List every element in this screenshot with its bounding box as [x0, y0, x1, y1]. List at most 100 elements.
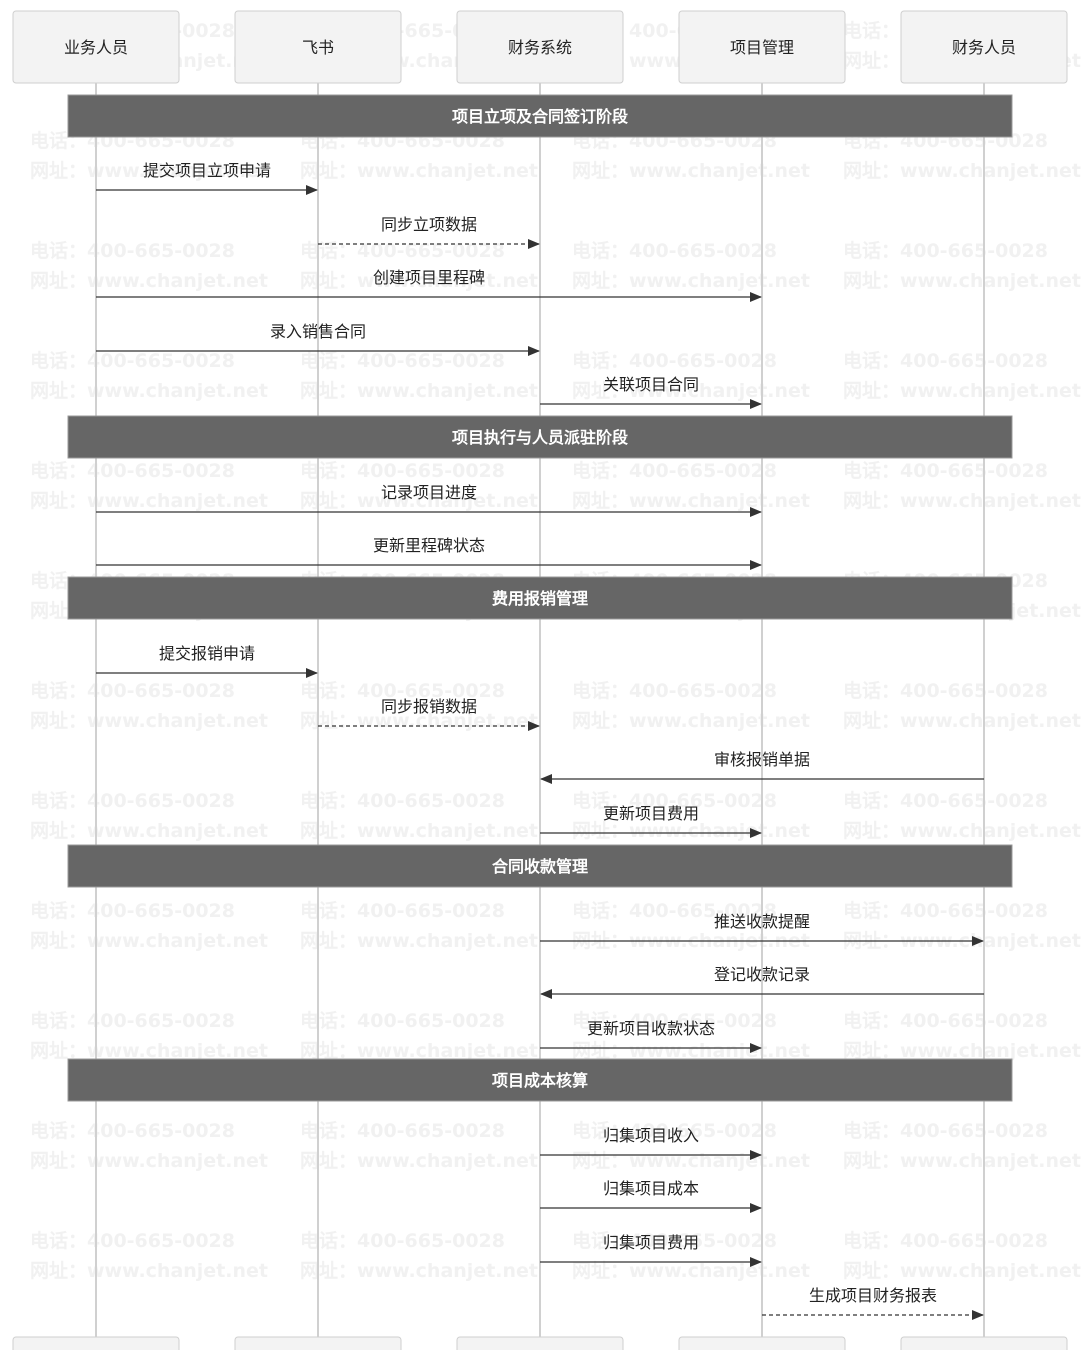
watermark-url-text: 网址：www.chanjet.net	[572, 1260, 810, 1282]
watermark-phone-text: 电话：400-665-0028	[572, 459, 777, 482]
watermark-phone-text: 电话：400-665-0028	[572, 899, 777, 922]
participant-box	[234, 1336, 402, 1350]
section-bar-label: 费用报销管理	[492, 589, 588, 608]
watermark-phone-text: 电话：400-665-0028	[30, 899, 235, 922]
watermark-phone-text: 电话：400-665-0028	[843, 679, 1048, 702]
watermark-phone-text: 电话：400-665-0028	[572, 679, 777, 702]
watermark-phone-text: 电话：400-665-0028	[30, 1119, 235, 1142]
message: 同步报销数据	[318, 697, 540, 731]
watermark-phone-text: 电话：400-665-0028	[843, 1009, 1048, 1032]
watermark-phone-text: 电话：400-665-0028	[30, 789, 235, 812]
participant-box	[12, 1336, 180, 1350]
watermark-phone-text: 电话：400-665-0028	[572, 1119, 777, 1142]
watermark-phone-text: 电话：400-665-0028	[843, 239, 1048, 262]
watermark-url-text: 网址：www.chanjet.net	[300, 930, 538, 952]
watermark-phone-text: 电话：400-665-0028	[572, 1009, 777, 1032]
watermark-url-text: 网址：www.chanjet.net	[572, 710, 810, 732]
watermark-phone-text: 电话：400-665-0028	[30, 349, 235, 372]
message-label: 推送收款提醒	[714, 912, 810, 931]
participant-box	[234, 10, 402, 84]
message-label: 录入销售合同	[270, 322, 366, 341]
watermark-url-text: 网址：www.chanjet.net	[572, 820, 810, 842]
message: 归集项目收入	[540, 1126, 762, 1160]
message-label: 关联项目合同	[603, 375, 699, 394]
message: 审核报销单据	[540, 750, 984, 784]
watermark-url-text: 网址：www.chanjet.net	[300, 160, 538, 182]
participant-box	[678, 1336, 846, 1350]
message: 录入销售合同	[96, 322, 540, 356]
section-bar-background	[67, 576, 1013, 620]
watermark-phone-text: 电话：400-665-0028	[300, 1119, 505, 1142]
section-bar: 合同收款管理	[67, 844, 1013, 888]
message-label: 同步立项数据	[381, 215, 477, 234]
watermark-url-text: 网址：www.chanjet.net	[572, 380, 810, 402]
participant-label: 财务人员	[952, 38, 1016, 57]
section-bar: 项目立项及合同签订阶段	[67, 94, 1013, 138]
watermark-url-text: 网址：www.chanjet.net	[300, 1040, 538, 1062]
message-label: 审核报销单据	[714, 750, 810, 769]
watermark-url-text: 网址：www.chanjet.net	[30, 380, 268, 402]
watermark-phone-text: 电话：400-665-0028	[843, 1119, 1048, 1142]
message-label: 同步报销数据	[381, 697, 477, 716]
watermark-phone-text: 电话：400-665-0028	[30, 239, 235, 262]
watermark-url-text: 网址：www.chanjet.net	[300, 1150, 538, 1172]
lifelines	[95, 83, 985, 1337]
message-label: 提交项目立项申请	[143, 161, 271, 180]
participant-box	[456, 1336, 624, 1350]
watermark-url-text: 网址：www.chanjet.net	[30, 160, 268, 182]
message-label: 提交报销申请	[159, 644, 255, 663]
watermark-url-text: 网址：www.chanjet.net	[843, 1260, 1081, 1282]
watermark-phone-text: 电话：400-665-0028	[300, 349, 505, 372]
watermark-phone-text: 电话：400-665-0028	[30, 459, 235, 482]
watermark-url-text: 网址：www.chanjet.net	[572, 1150, 810, 1172]
participant-sales-top: 业务人员	[12, 10, 180, 84]
message: 提交项目立项申请	[96, 161, 318, 195]
watermark-url-text: 网址：www.chanjet.net	[300, 270, 538, 292]
participant-label: 财务系统	[508, 38, 572, 57]
watermark-phone-text: 电话：400-665-0028	[572, 1229, 777, 1252]
section-bar-background	[67, 415, 1013, 459]
section-bar-label: 项目成本核算	[492, 1071, 588, 1090]
message: 记录项目进度	[96, 483, 762, 517]
participant-box	[456, 10, 624, 84]
watermark-url-text: 网址：www.chanjet.net	[30, 490, 268, 512]
watermark-phone-text: 电话：400-665-0028	[300, 1229, 505, 1252]
message: 更新里程碑状态	[96, 536, 762, 570]
participant-project_mgmt-top: 项目管理	[678, 10, 846, 84]
message-label: 记录项目进度	[381, 483, 477, 502]
message-label: 归集项目成本	[603, 1179, 699, 1198]
message-label: 归集项目费用	[603, 1233, 699, 1252]
section-bar: 项目成本核算	[67, 1058, 1013, 1102]
message: 推送收款提醒	[540, 912, 984, 946]
section-bar-background	[67, 94, 1013, 138]
section-bar-background	[67, 1058, 1013, 1102]
watermark-url-text: 网址：www.chanjet.net	[30, 710, 268, 732]
watermark-url-text: 网址：www.chanjet.net	[843, 380, 1081, 402]
participant-label: 业务人员	[64, 38, 128, 57]
participant-finance_staff-top: 财务人员	[900, 10, 1068, 84]
watermark-url-text: 网址：www.chanjet.net	[30, 1040, 268, 1062]
section-bar-background	[67, 844, 1013, 888]
watermark-url-text: 网址：www.chanjet.net	[843, 270, 1081, 292]
message-label: 更新里程碑状态	[373, 536, 485, 555]
watermark-url-text: 网址：www.chanjet.net	[300, 1260, 538, 1282]
participant-box	[12, 10, 180, 84]
message-label: 登记收款记录	[714, 965, 810, 984]
message: 更新项目收款状态	[540, 1019, 762, 1053]
participant-feishu-bottom: 飞书	[234, 1336, 402, 1350]
watermark-phone-text: 电话：400-665-0028	[843, 1229, 1048, 1252]
watermark-url-text: 网址：www.chanjet.net	[30, 930, 268, 952]
participants: 业务人员业务人员飞书飞书财务系统财务系统项目管理项目管理财务人员财务人员	[12, 10, 1068, 1350]
watermark-phone-text: 电话：400-665-0028	[300, 459, 505, 482]
watermark-phone-text: 电话：400-665-0028	[843, 899, 1048, 922]
watermark-phone-text: 电话：400-665-0028	[30, 1229, 235, 1252]
participant-finance_sys-top: 财务系统	[456, 10, 624, 84]
participant-feishu-top: 飞书	[234, 10, 402, 84]
section-bar-label: 项目执行与人员派驻阶段	[452, 428, 629, 447]
watermark-phone-text: 电话：400-665-0028	[300, 899, 505, 922]
watermark-phone-text: 电话：400-665-0028	[300, 1009, 505, 1032]
watermark-phone-text: 电话：400-665-0028	[30, 1009, 235, 1032]
message: 归集项目成本	[540, 1179, 762, 1213]
watermark-url-text: 网址：www.chanjet.net	[30, 820, 268, 842]
